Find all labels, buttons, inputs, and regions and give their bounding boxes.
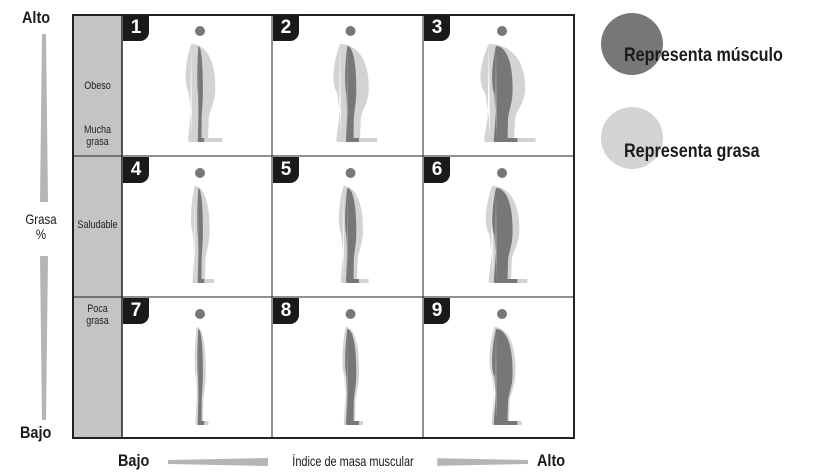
cell-number: 6: [432, 159, 443, 180]
cell-number-badge: 8: [273, 298, 299, 324]
cell-number: 2: [281, 17, 292, 38]
legend-muscle-label: Representa músculo: [624, 45, 783, 67]
x-axis-left-arrow: [168, 458, 268, 466]
grid-frame: [72, 14, 575, 439]
x-axis-high-label: Alto: [537, 451, 565, 471]
cell-number: 9: [432, 300, 443, 321]
cell-number-badge: 3: [424, 15, 450, 41]
cell-number: 7: [131, 300, 142, 321]
cell-number-badge: 4: [123, 157, 149, 183]
cell-number: 3: [432, 17, 443, 38]
cell-number-badge: 2: [273, 15, 299, 41]
cell-number-badge: 6: [424, 157, 450, 183]
cell-number: 5: [281, 159, 292, 180]
cell-number-badge: 9: [424, 298, 450, 324]
cell-number-badge: 5: [273, 157, 299, 183]
x-axis-low-label: Bajo: [118, 451, 149, 471]
x-axis-right-arrow: [428, 458, 528, 466]
legend-fat-label: Representa grasa: [624, 141, 760, 163]
cell-number: 4: [131, 159, 142, 180]
x-axis-title: Índice de masa muscular: [269, 453, 437, 469]
cell-number-badge: 1: [123, 15, 149, 41]
cell-number: 1: [131, 17, 142, 38]
cell-number: 8: [281, 300, 292, 321]
cell-number-badge: 7: [123, 298, 149, 324]
